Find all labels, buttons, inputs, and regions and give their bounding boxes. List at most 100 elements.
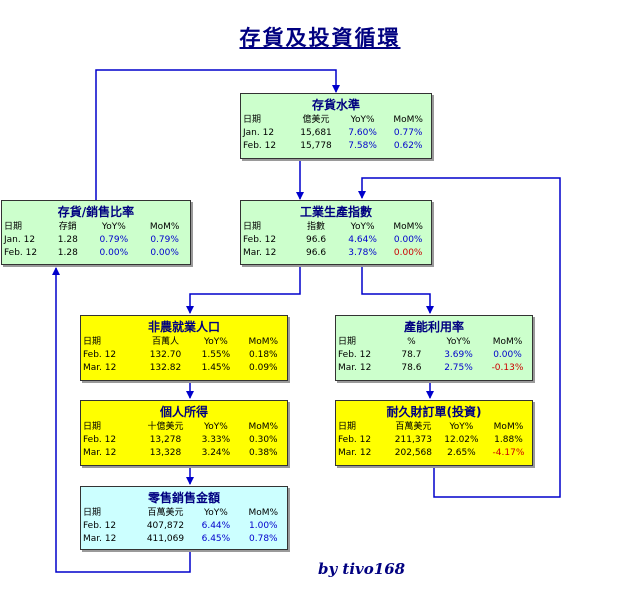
box-title: 產能利用率 xyxy=(403,320,464,334)
cell-yoy: 0.00% xyxy=(99,248,129,258)
col-mom: MoM% xyxy=(248,337,279,347)
box-title: 個人所得 xyxy=(159,405,208,419)
col-date: 日期 xyxy=(83,508,102,518)
cell-value: 411,069 xyxy=(146,534,185,544)
cell-date: Mar. 12 xyxy=(83,448,117,458)
cell-value: 78.6 xyxy=(401,363,422,373)
cell-mom: 0.00% xyxy=(393,235,423,245)
cell-value: 15,778 xyxy=(300,141,332,151)
col-mom: MoM% xyxy=(248,422,279,432)
box-title: 耐久財訂單(投資) xyxy=(386,405,482,419)
cell-mom: 0.00% xyxy=(150,248,179,258)
col-date: 日期 xyxy=(83,337,102,347)
cell-yoy: 12.02% xyxy=(444,435,479,445)
cell-yoy: 4.64% xyxy=(348,235,377,245)
col-date: 日期 xyxy=(243,222,262,232)
col-date: 日期 xyxy=(83,422,102,432)
col-mom: MoM% xyxy=(393,115,423,125)
cell-mom: 0.77% xyxy=(393,128,423,138)
cell-mom: 0.30% xyxy=(249,435,278,445)
arrow-retail-to-ratio xyxy=(52,267,191,573)
col-value: 百萬美元 xyxy=(395,422,432,432)
cell-date: Feb. 12 xyxy=(338,435,372,445)
cell-mom: 0.78% xyxy=(249,534,278,544)
cell-value: 15,681 xyxy=(300,128,332,138)
cell-yoy: 0.79% xyxy=(99,235,129,245)
cell-yoy: 6.45% xyxy=(201,534,231,544)
cell-value: 78.7 xyxy=(401,350,422,360)
cell-mom: 0.00% xyxy=(393,248,423,258)
col-mom: MoM% xyxy=(149,222,180,232)
arrow-ip-to-capacity xyxy=(361,265,434,314)
cell-mom: 0.62% xyxy=(393,141,423,151)
cell-value: 96.6 xyxy=(306,248,327,258)
cell-date: Jan. 12 xyxy=(243,128,275,138)
col-date: 日期 xyxy=(338,422,357,432)
cell-yoy: 7.60% xyxy=(348,128,377,138)
col-value: 存銷 xyxy=(58,222,77,232)
author-byline: by tivo168 xyxy=(318,560,406,578)
cell-date: Mar. 12 xyxy=(338,363,372,373)
cell-yoy: 3.33% xyxy=(201,435,231,445)
cell-yoy: 6.44% xyxy=(201,521,231,531)
cell-mom: 0.09% xyxy=(249,363,278,373)
col-yoy: YoY% xyxy=(446,337,471,347)
cell-mom: -4.17% xyxy=(492,448,525,458)
cell-value: 13,328 xyxy=(149,448,182,458)
cell-date: Mar. 12 xyxy=(83,534,117,544)
box-title: 存貨/銷售比率 xyxy=(57,205,135,219)
cell-date: Feb. 12 xyxy=(243,235,277,245)
cell-yoy: 2.65% xyxy=(447,448,476,458)
cell-mom: -0.13% xyxy=(491,363,524,373)
cell-date: Mar. 12 xyxy=(243,248,277,258)
col-value: % xyxy=(407,337,416,347)
col-yoy: YoY% xyxy=(203,508,228,518)
cell-date: Feb. 12 xyxy=(4,248,38,258)
cell-mom: 0.38% xyxy=(249,448,278,458)
cell-value: 1.28 xyxy=(57,248,78,258)
col-value: 指數 xyxy=(307,222,326,232)
cell-date: Feb. 12 xyxy=(83,435,117,445)
cell-date: Feb. 12 xyxy=(243,141,277,151)
arrow-durable-to-ip xyxy=(358,177,561,498)
cell-value: 96.6 xyxy=(306,235,327,245)
cell-value: 211,373 xyxy=(394,435,433,445)
arrow-ip-to-payrolls xyxy=(186,265,301,314)
col-yoy: YoY% xyxy=(101,222,126,232)
col-mom: MoM% xyxy=(248,508,279,518)
cell-yoy: 3.24% xyxy=(201,448,231,458)
cell-value: 132.82 xyxy=(149,363,182,373)
col-value: 十億美元 xyxy=(147,422,184,432)
cell-yoy: 3.69% xyxy=(444,350,473,360)
box-title: 工業生產指數 xyxy=(299,205,372,219)
cell-value: 1.28 xyxy=(57,235,78,245)
cell-yoy: 1.45% xyxy=(201,363,231,373)
col-date: 日期 xyxy=(4,222,23,232)
cell-mom: 0.00% xyxy=(493,350,522,360)
cell-yoy: 7.58% xyxy=(348,141,377,151)
cell-mom: 1.88% xyxy=(494,435,523,445)
cell-date: Mar. 12 xyxy=(338,448,372,458)
col-value: 百萬人 xyxy=(151,337,179,347)
box-title: 零售銷售金額 xyxy=(147,491,220,505)
cell-yoy: 2.75% xyxy=(444,363,473,373)
col-yoy: YoY% xyxy=(350,222,375,232)
col-date: 日期 xyxy=(243,115,262,125)
arrow-ratio-to-inventory xyxy=(95,69,340,200)
col-yoy: YoY% xyxy=(203,422,228,432)
cell-yoy: 3.78% xyxy=(348,248,377,258)
